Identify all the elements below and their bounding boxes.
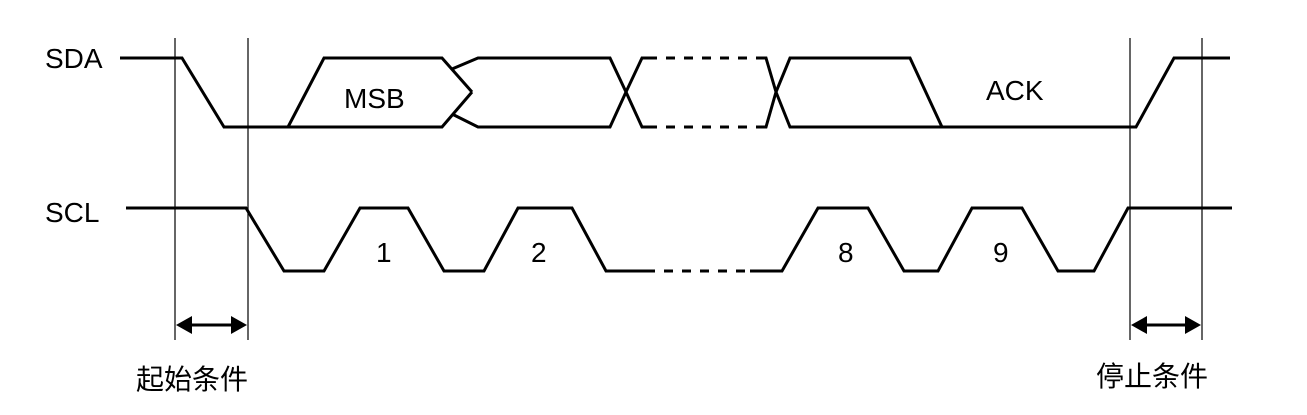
stop-condition-label: 停止条件	[1096, 360, 1208, 393]
ack-label: ACK	[986, 75, 1044, 106]
stop-condition-arrow	[1131, 316, 1201, 334]
sda-waveform	[120, 56, 1230, 129]
scl-label: SCL	[45, 197, 99, 228]
clock-pulse-label: 8	[838, 237, 854, 268]
msb-label: MSB	[344, 83, 405, 114]
start-condition-label: 起始条件	[136, 363, 248, 396]
scl-waveform	[126, 206, 1232, 273]
start-condition-arrow	[176, 316, 247, 334]
clock-pulse-label: 9	[993, 237, 1009, 268]
sda-label: SDA	[45, 43, 103, 74]
clock-pulse-label: 2	[531, 237, 547, 268]
clock-pulse-label: 1	[376, 237, 392, 268]
